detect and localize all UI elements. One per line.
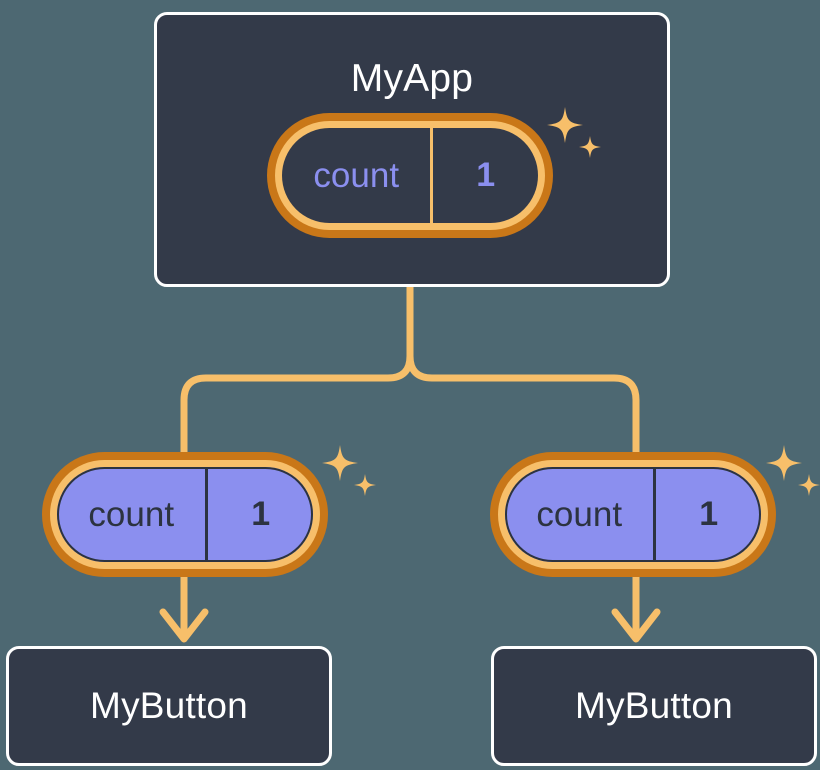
state-divider (653, 467, 657, 562)
state-value-label: 1 (251, 495, 271, 533)
state-value-label: 1 (699, 495, 719, 533)
state-key-label: count (88, 494, 175, 534)
state-pill-inner-ring: count 1 (50, 460, 320, 569)
component-card-mybutton-left[interactable]: MyButton (6, 646, 332, 766)
component-label-myapp: MyApp (350, 57, 474, 100)
state-pill-body: count 1 (282, 128, 538, 223)
state-pill-inner-ring: count 1 (275, 121, 545, 230)
state-divider (430, 128, 434, 223)
state-pill-body: count 1 (505, 467, 761, 562)
state-key-label: count (313, 155, 400, 195)
state-key-label: count (536, 494, 623, 534)
component-card-mybutton-right[interactable]: MyButton (491, 646, 817, 766)
state-value-label: 1 (476, 156, 496, 194)
state-pill-body: count 1 (57, 467, 313, 562)
component-label-mybutton-right: MyButton (575, 685, 733, 726)
state-pill-myapp[interactable]: count 1 (267, 113, 553, 238)
state-pill-inner-ring: count 1 (498, 460, 768, 569)
component-label-mybutton-left: MyButton (90, 685, 248, 726)
state-pill-child-right[interactable]: count 1 (490, 452, 776, 577)
state-pill-child-left[interactable]: count 1 (42, 452, 328, 577)
state-divider (205, 467, 209, 562)
sparkle-icon (318, 441, 382, 505)
